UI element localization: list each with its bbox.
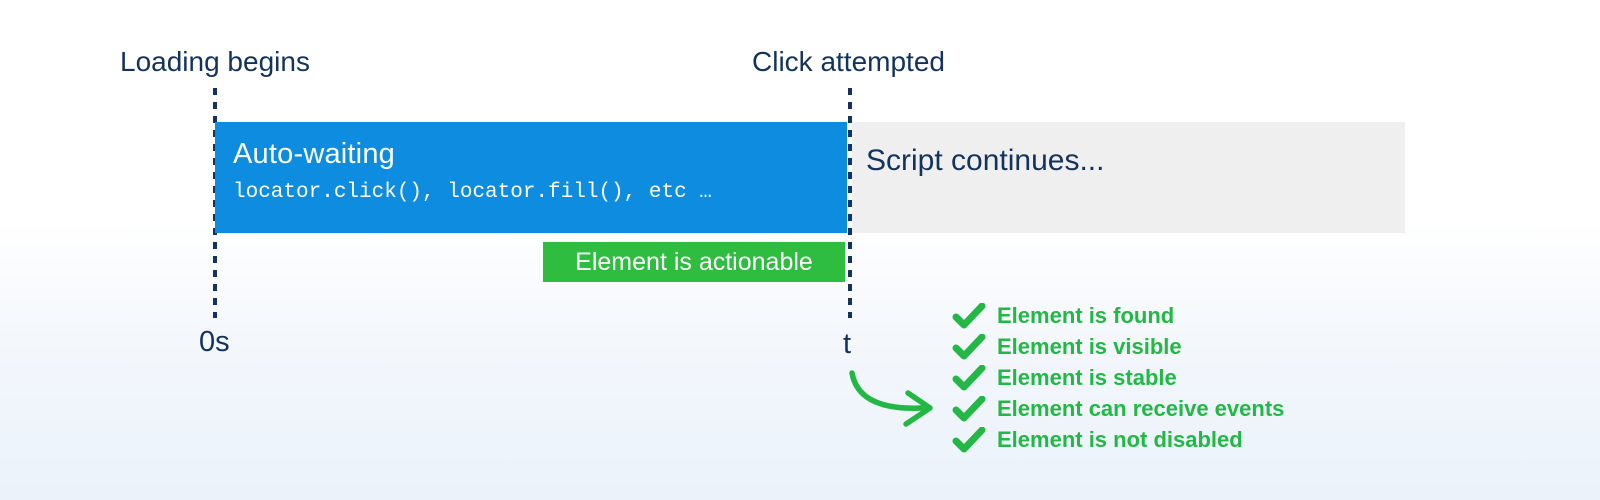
loading-begins-label: Loading begins <box>120 46 310 77</box>
actionable-badge: Element is actionable <box>543 242 845 282</box>
list-item: Element is visible <box>952 331 1284 362</box>
list-item: Element is not disabled <box>952 424 1284 455</box>
checkmark-icon <box>952 395 986 421</box>
auto-waiting-code: locator.click(), locator.fill(), etc … <box>233 181 712 204</box>
checkmark-icon <box>952 426 986 452</box>
list-item: Element can receive events <box>952 393 1284 424</box>
click-attempted-label: Click attempted <box>752 46 945 77</box>
timeline-end-tick: t <box>843 328 852 360</box>
timeline-end-dashed-line <box>848 88 852 318</box>
list-item: Element is found <box>952 300 1284 331</box>
checklist-item-label: Element is not disabled <box>997 426 1243 452</box>
timeline-start-tick: 0s <box>199 326 230 358</box>
curved-arrow-icon <box>838 360 958 435</box>
checklist-item-label: Element can receive events <box>997 395 1285 421</box>
actionability-checklist: Element is found Element is visible Elem… <box>952 300 1284 455</box>
script-continues-label: Script continues... <box>866 144 1105 177</box>
list-item: Element is stable <box>952 362 1284 393</box>
checklist-item-label: Element is found <box>997 302 1175 328</box>
auto-waiting-title: Auto-waiting <box>233 138 395 170</box>
script-continues-bar: Script continues... <box>852 122 1405 233</box>
checkmark-icon <box>952 302 986 328</box>
auto-waiting-bar: Auto-waiting locator.click(), locator.fi… <box>215 122 847 233</box>
checklist-item-label: Element is stable <box>997 364 1177 390</box>
checkmark-icon <box>952 364 986 390</box>
checklist-item-label: Element is visible <box>997 333 1182 359</box>
checkmark-icon <box>952 333 986 359</box>
actionable-badge-label: Element is actionable <box>575 247 813 276</box>
